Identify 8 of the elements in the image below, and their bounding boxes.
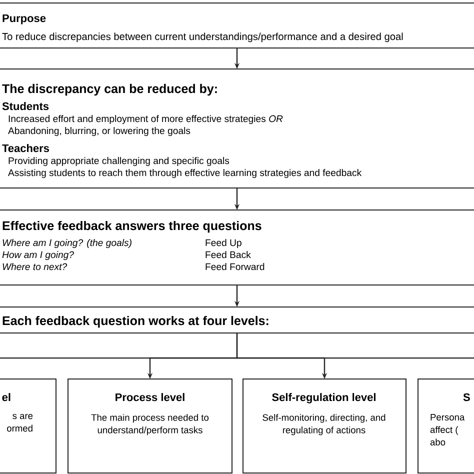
level-box: S Persona affect ( abo <box>418 378 474 474</box>
text-box: Purpose To reduce discrepancies between current understandings/performance and a desired goal <box>0 2 474 48</box>
text-box: The discrepancy can be reduced by: Students Increased effort and employment of more effective strategies OR Abandoning, blurring, or lowering the goals Teachers Providing appropriate challenging and specific goals Assisting students to reach them through effective learning strategies and feedback <box>0 68 474 188</box>
level-box: el s are ormed <box>0 378 56 474</box>
level-box: Process level The main process needed to understand/perform tasks <box>68 378 232 474</box>
text-box: Each feedback question works at four levels: <box>0 306 474 334</box>
level-box: Self-regulation level Self-monitoring, directing, and regulating of actions <box>242 378 406 474</box>
text-box: Effective feedback answers three questions Where am I going? (the goals) Feed Up How am I going? Feed Back Where to next? Feed Forward <box>0 210 474 286</box>
